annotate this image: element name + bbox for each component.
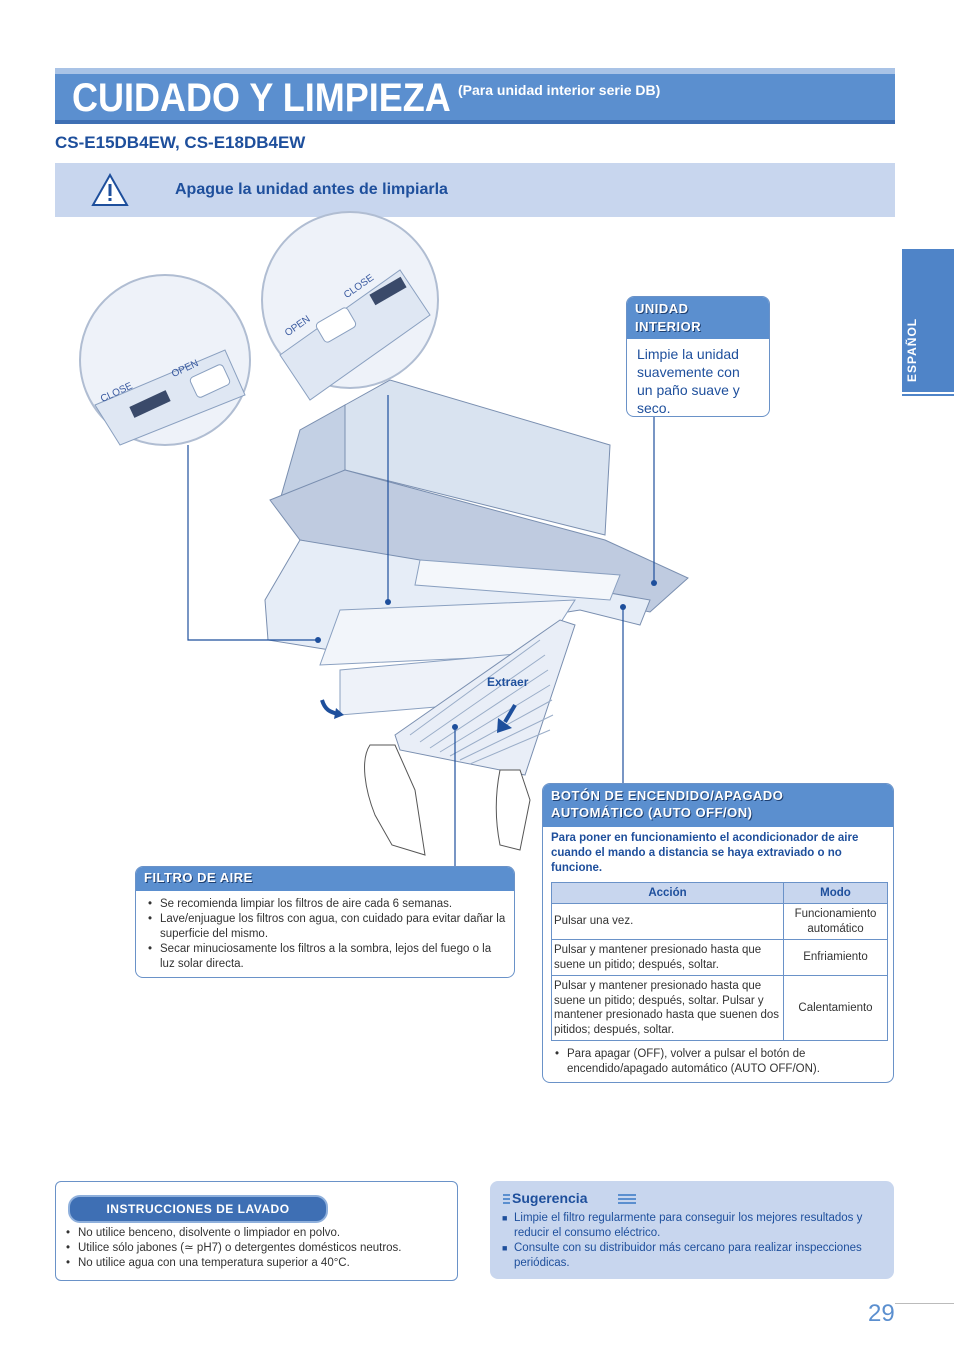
header-band (55, 68, 895, 124)
warning-triangle-icon (91, 172, 129, 206)
washing-instructions-heading: INSTRUCCIONES DE LAVADO (68, 1195, 328, 1223)
table-cell-mode: Enfriamiento (783, 939, 888, 976)
table-row: Pulsar una vez. Funcionamiento automátic… (551, 903, 888, 940)
page-number-rule (895, 1303, 954, 1304)
auto-button-heading-line1: BOTÓN DE ENCENDIDO/APAGADO (551, 788, 784, 803)
indoor-unit-heading: UNIDAD INTERIOR (627, 297, 769, 339)
auto-button-heading-line2: AUTOMÁTICO (AUTO OFF/ON) (551, 805, 753, 820)
table-cell-mode: Funcionamiento automático (783, 903, 888, 940)
table-row: Pulsar y mantener presionado hasta que s… (551, 939, 888, 976)
language-tab (902, 249, 954, 392)
air-filter-list: Se recomienda limpiar los filtros de air… (144, 897, 506, 972)
list-item: No utilice agua con una temperatura supe… (62, 1256, 452, 1271)
model-numbers: CS-E15DB4EW, CS-E18DB4EW (55, 133, 306, 152)
list-item: Consulte con su distribuidor más cercano… (490, 1241, 890, 1271)
suggestion-bar-icon (618, 1194, 636, 1204)
table-cell-action: Pulsar una vez. (551, 903, 784, 940)
indoor-unit-callout: UNIDAD INTERIOR Limpie la unidad suaveme… (626, 296, 770, 417)
suggestion-list-wrap: Limpie el filtro regularmente para conse… (490, 1211, 890, 1271)
indoor-unit-heading-line1: UNIDAD (635, 301, 689, 316)
table-row: Pulsar y mantener presionado hasta que s… (551, 975, 888, 1041)
auto-button-note: Para apagar (OFF), volver a pulsar el bo… (551, 1047, 885, 1077)
open-label-right: OPEN (283, 313, 313, 340)
page-number: 29 (868, 1300, 895, 1327)
indoor-unit-heading-line2: INTERIOR (635, 319, 702, 334)
list-item: Se recomienda limpiar los filtros de air… (144, 897, 506, 912)
washing-instructions-list-wrap: No utilice benceno, disolvente o limpiad… (62, 1226, 452, 1271)
page-title: CUIDADO Y LIMPIEZA (72, 76, 451, 120)
list-item: Lave/enjuague los filtros con agua, con … (144, 912, 506, 942)
suggestion-heading: Sugerencia (512, 1190, 588, 1206)
header-top-stripe (55, 68, 895, 74)
extract-label: Extraer (487, 675, 529, 689)
table-header-row: Acción Modo (551, 882, 888, 904)
action-mode-table: Acción Modo Pulsar una vez. Funcionamien… (551, 882, 888, 1041)
suggestion-bar-icon (503, 1194, 510, 1204)
suggestion-list: Limpie el filtro regularmente para conse… (490, 1211, 890, 1271)
table-cell-action: Pulsar y mantener presionado hasta que s… (551, 939, 784, 976)
list-item: Utilice sólo jabones (≃ pH7) o detergent… (62, 1241, 452, 1256)
open-label-left: OPEN (170, 358, 201, 380)
language-tab-underline (902, 394, 954, 396)
indoor-unit-text: Limpie la unidad suavemente con un paño … (637, 346, 740, 416)
warning-text: Apague la unidad antes de limpiarla (175, 181, 448, 198)
air-filter-heading: FILTRO DE AIRE (136, 867, 514, 891)
table-header-action: Acción (551, 882, 784, 904)
washing-instructions-list: No utilice benceno, disolvente o limpiad… (62, 1226, 452, 1271)
list-item: Secar minuciosamente los filtros a la so… (144, 942, 506, 972)
air-filter-callout: FILTRO DE AIRE Se recomienda limpiar los… (135, 866, 515, 978)
header-bottom-stripe (55, 120, 895, 124)
warning-bar (55, 163, 895, 217)
auto-button-intro: Para poner en funcionamiento el acondici… (551, 832, 859, 874)
page-subtitle: (Para unidad interior serie DB) (458, 82, 661, 98)
table-header-mode: Modo (783, 882, 888, 904)
list-item: Para apagar (OFF), volver a pulsar el bo… (551, 1047, 885, 1077)
list-item: No utilice benceno, disolvente o limpiad… (62, 1226, 452, 1241)
table-cell-action: Pulsar y mantener presionado hasta que s… (551, 975, 784, 1041)
list-item: Limpie el filtro regularmente para conse… (490, 1211, 890, 1241)
auto-button-heading: BOTÓN DE ENCENDIDO/APAGADO AUTOMÁTICO (A… (543, 784, 893, 827)
close-label-left: CLOSE (99, 380, 135, 405)
close-label-right: CLOSE (342, 272, 377, 302)
table-cell-mode: Calentamiento (783, 975, 888, 1041)
language-tab-label: ESPAÑOL (905, 317, 919, 382)
auto-button-callout: BOTÓN DE ENCENDIDO/APAGADO AUTOMÁTICO (A… (542, 783, 894, 1083)
